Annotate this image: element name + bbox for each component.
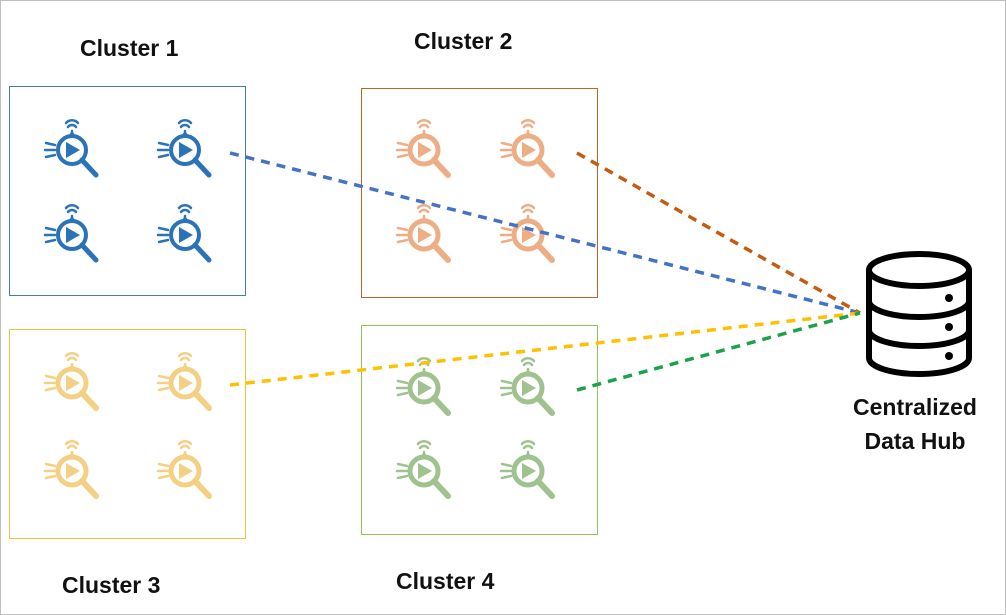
sensor-magnifier-icon [40, 202, 102, 264]
sensor-magnifier-icon [40, 350, 102, 412]
sensor-magnifier-icon [496, 117, 558, 179]
cluster-4-label: Cluster 4 [396, 568, 495, 594]
sensor-magnifier-icon [153, 117, 215, 179]
sensor-magnifier-icon [153, 202, 215, 264]
link-cluster-3-hub [229, 311, 861, 387]
sensor-magnifier-icon [392, 117, 454, 179]
cluster-2-box [361, 88, 598, 298]
cluster-2-label: Cluster 2 [414, 28, 513, 54]
sensor-magnifier-icon [496, 438, 558, 500]
cluster-1-box [9, 86, 246, 296]
link-cluster-2-hub [576, 151, 861, 315]
hub-label-line1: Centralized [853, 394, 977, 420]
sensor-magnifier-icon [40, 117, 102, 179]
cluster-1-label: Cluster 1 [80, 35, 179, 61]
sensor-magnifier-icon [153, 350, 215, 412]
link-cluster-1-hub [229, 151, 861, 315]
cluster-4-box [361, 325, 598, 535]
sensor-magnifier-icon [496, 355, 558, 417]
sensor-magnifier-icon [392, 202, 454, 264]
link-cluster-4-hub [576, 311, 861, 392]
sensor-magnifier-icon [392, 438, 454, 500]
cluster-3-label: Cluster 3 [62, 572, 161, 598]
sensor-magnifier-icon [153, 438, 215, 500]
sensor-magnifier-icon [40, 438, 102, 500]
hub-label: Centralized Data Hub [820, 390, 1006, 458]
sensor-magnifier-icon [496, 202, 558, 264]
database-icon [863, 250, 975, 380]
cluster-3-box [9, 329, 246, 539]
hub-label-line2: Data Hub [864, 428, 966, 454]
